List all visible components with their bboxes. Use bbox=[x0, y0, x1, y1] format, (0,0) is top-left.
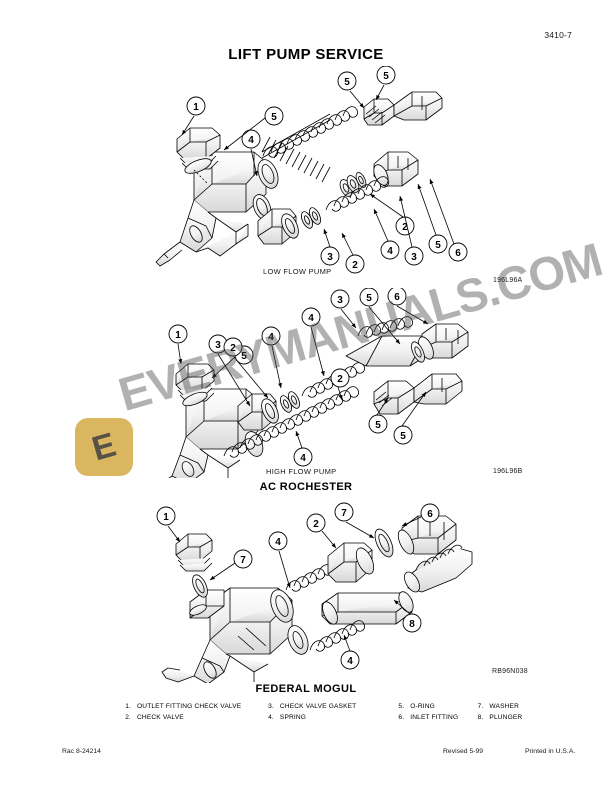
svg-text:2: 2 bbox=[402, 222, 408, 233]
watermark-logo-letter: E bbox=[87, 425, 121, 468]
figure-2-reference: 196L96B bbox=[493, 468, 523, 475]
svg-text:8: 8 bbox=[409, 619, 415, 630]
svg-text:2: 2 bbox=[230, 343, 236, 354]
legend-label: PLUNGER bbox=[489, 713, 523, 721]
legend-label: CHECK VALVE bbox=[137, 713, 184, 721]
svg-text:5: 5 bbox=[271, 112, 277, 123]
legend-number: 6. bbox=[398, 713, 405, 721]
svg-text:4: 4 bbox=[248, 135, 254, 146]
legend-label: WASHER bbox=[489, 703, 520, 710]
legend-row: 1. OUTLET FITTING CHECK VALVE 3. CHECK V… bbox=[118, 703, 538, 710]
svg-text:5: 5 bbox=[241, 351, 247, 362]
svg-text:4: 4 bbox=[308, 313, 314, 324]
diagram-high-flow-pump: 1 5 3 2 4 4 3 5 6 2 5 5 4 bbox=[168, 288, 469, 478]
section-heading-ac-rochester: AC ROCHESTER bbox=[259, 481, 353, 493]
legend-item-5: 5. O-RING bbox=[391, 703, 470, 710]
legend-row: 2. CHECK VALVE 4. SPRING 6. INLET FITTIN… bbox=[118, 714, 538, 721]
legend-number: 7. bbox=[477, 703, 484, 710]
svg-text:7: 7 bbox=[240, 555, 246, 566]
svg-text:4: 4 bbox=[347, 656, 353, 667]
legend-label: SPRING bbox=[279, 713, 307, 721]
svg-text:1: 1 bbox=[175, 330, 181, 341]
legend-item-3: 3. CHECK VALVE GASKET bbox=[261, 703, 391, 710]
svg-text:2: 2 bbox=[352, 260, 358, 271]
svg-text:4: 4 bbox=[275, 537, 281, 548]
figure-2-caption: HIGH FLOW PUMP bbox=[266, 467, 337, 476]
svg-text:5: 5 bbox=[375, 420, 381, 431]
watermark-logo-icon: E bbox=[75, 418, 133, 476]
svg-text:3: 3 bbox=[327, 252, 333, 263]
svg-text:6: 6 bbox=[394, 292, 400, 303]
svg-text:5: 5 bbox=[400, 431, 406, 442]
section-heading-federal-mogul: FEDERAL MOGUL bbox=[255, 683, 357, 695]
footer-document-code: Rac 8-24214 bbox=[62, 748, 101, 755]
page-number: 3410-7 bbox=[544, 30, 572, 40]
svg-text:4: 4 bbox=[300, 453, 306, 464]
svg-text:5: 5 bbox=[344, 77, 350, 88]
legend-label: OUTLET FITTING CHECK VALVE bbox=[137, 703, 242, 710]
figure-1-reference: 196L96A bbox=[493, 277, 523, 284]
svg-text:2: 2 bbox=[337, 374, 343, 385]
svg-text:3: 3 bbox=[337, 295, 343, 306]
legend-number: 3. bbox=[268, 703, 274, 710]
svg-text:5: 5 bbox=[435, 240, 441, 251]
legend-label: INLET FITTING bbox=[410, 713, 459, 721]
footer-revision: Revised 5-99 bbox=[443, 748, 484, 755]
legend-item-7: 7. WASHER bbox=[470, 703, 538, 710]
svg-text:7: 7 bbox=[341, 508, 347, 519]
svg-text:2: 2 bbox=[313, 519, 319, 530]
figure-3-reference: RB96N038 bbox=[492, 668, 528, 675]
legend-label: CHECK VALVE GASKET bbox=[279, 703, 357, 710]
svg-text:5: 5 bbox=[366, 293, 372, 304]
legend-item-4: 4. SPRING bbox=[261, 714, 391, 721]
legend-item-1: 1. OUTLET FITTING CHECK VALVE bbox=[118, 703, 261, 710]
svg-text:5: 5 bbox=[383, 71, 389, 82]
legend-item-6: 6. INLET FITTING bbox=[391, 714, 470, 721]
svg-text:1: 1 bbox=[163, 512, 169, 523]
legend-number: 1. bbox=[125, 703, 131, 710]
parts-legend: 1. OUTLET FITTING CHECK VALVE 3. CHECK V… bbox=[118, 703, 538, 724]
svg-text:3: 3 bbox=[215, 340, 221, 351]
footer-print-location: Printed in U.S.A. bbox=[525, 748, 576, 755]
legend-number: 8. bbox=[477, 713, 484, 721]
page-footer: Rac 8-24214 Revised 5-99 Printed in U.S.… bbox=[0, 748, 612, 760]
diagram-low-flow-pump: 1 5 5 5 4 3 2 4 2 3 5 6 bbox=[155, 66, 468, 274]
svg-text:1: 1 bbox=[193, 102, 199, 113]
svg-text:6: 6 bbox=[455, 248, 461, 259]
legend-number: 2. bbox=[125, 713, 131, 721]
svg-text:3: 3 bbox=[411, 252, 417, 263]
figure-1-caption: LOW FLOW PUMP bbox=[263, 267, 332, 276]
svg-text:4: 4 bbox=[387, 246, 393, 257]
legend-label: O-RING bbox=[410, 703, 435, 710]
legend-item-2: 2. CHECK VALVE bbox=[118, 714, 261, 721]
legend-item-8: 8. PLUNGER bbox=[470, 714, 538, 721]
diagram-federal-mogul: 1 7 4 2 7 6 8 4 bbox=[156, 502, 473, 683]
svg-text:4: 4 bbox=[268, 332, 274, 343]
legend-number: 4. bbox=[268, 713, 274, 721]
page-title: LIFT PUMP SERVICE bbox=[228, 46, 384, 63]
svg-text:6: 6 bbox=[427, 509, 433, 520]
legend-number: 5. bbox=[398, 703, 405, 710]
